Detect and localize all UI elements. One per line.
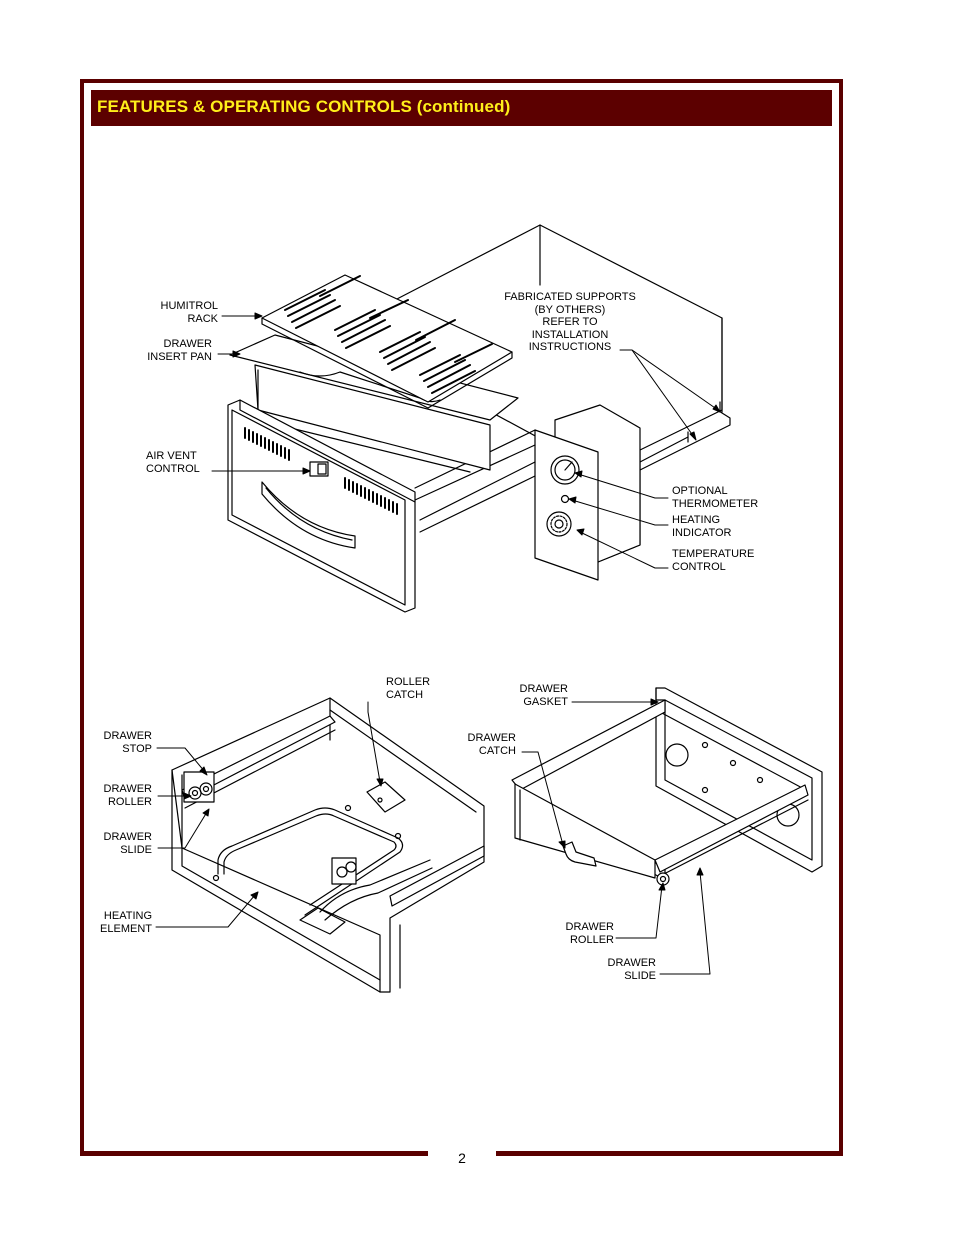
label-drawer-slide-left: DRAWER SLIDE xyxy=(103,831,152,856)
label-heating-indicator: HEATING INDICATOR xyxy=(672,514,732,539)
label-temperature-control: TEMPERATURE CONTROL xyxy=(672,548,755,573)
label-drawer-slide-right: DRAWER SLIDE xyxy=(607,957,656,982)
page-number: 2 xyxy=(458,1150,466,1166)
page-border xyxy=(80,79,843,1156)
section-header: FEATURES & OPERATING CONTROLS (continued… xyxy=(91,90,832,126)
label-fabricated-supports: FABRICATED SUPPORTS (BY OTHERS) REFER TO… xyxy=(504,291,636,353)
label-air-vent-control: AIR VENT CONTROL xyxy=(146,450,200,475)
label-drawer-roller-right: DRAWER ROLLER xyxy=(565,921,614,946)
label-drawer-gasket: DRAWER GASKET xyxy=(519,683,568,708)
label-drawer-stop: DRAWER STOP xyxy=(103,730,152,755)
footer-bar-left xyxy=(80,1151,428,1156)
drawer-with-gasket xyxy=(511,687,823,886)
section-title: FEATURES & OPERATING CONTROLS (continued… xyxy=(97,97,511,116)
label-humitrol-rack: HUMITROL RACK xyxy=(160,300,218,325)
label-roller-catch: ROLLER CATCH xyxy=(386,676,431,701)
cabinet-heating-element xyxy=(171,697,485,993)
label-drawer-catch: DRAWER CATCH xyxy=(467,732,516,757)
leader-lines xyxy=(155,312,721,975)
label-drawer-insert-pan: DRAWER INSERT PAN xyxy=(147,338,212,363)
drawer-warmer-assembly xyxy=(227,224,731,613)
label-optional-thermometer: OPTIONAL THERMOMETER xyxy=(672,485,759,510)
label-drawer-roller-left: DRAWER ROLLER xyxy=(103,783,152,808)
label-heating-element: HEATING ELEMENT xyxy=(100,910,152,935)
footer-bar-right xyxy=(496,1151,843,1156)
